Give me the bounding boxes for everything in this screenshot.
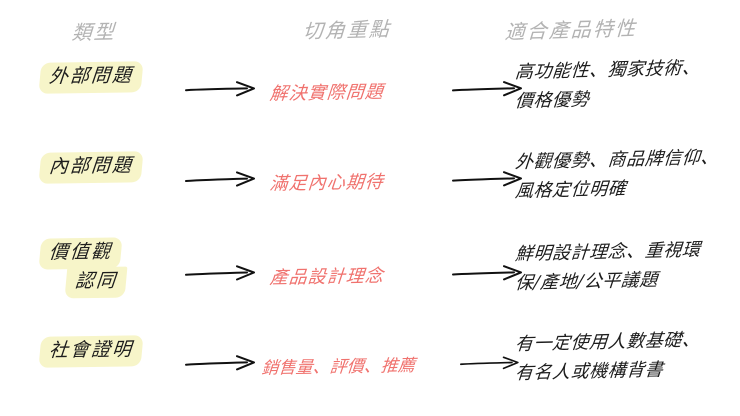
column-header-focus: 切角重點 [302,16,392,44]
column-header-traits: 適合產品特性 [504,15,638,45]
type-label-line: 價值觀 [38,237,123,270]
type-label-cell: 外部問題 [38,61,190,94]
column-headers: 類型 切角重點 適合產品特性 [0,14,740,48]
traits-cell: 外觀優勢、商品牌信仰、 風格定位明確 [514,147,740,206]
right-arrow-icon [185,80,259,98]
type-label-line: 認同 [64,266,128,298]
traits-cell: 有一定使用人數基礎、 有名人或機構背書 [514,329,740,388]
trait-line: 風格定位明確 [514,178,628,203]
table-row: 社會證明 銷售量、評價、推薦 有一定使用人數基礎、 有名人或機構背書 [0,329,740,408]
focus-text: 銷售量、評價、推薦 [260,355,416,379]
type-label-cell: 價值觀 認同 [38,237,190,298]
right-arrow-icon [185,170,259,188]
traits-cell: 高功能性、獨家技術、 價格優勢 [514,57,740,116]
right-arrow-icon [185,354,259,372]
type-label-line: 外部問題 [38,61,144,94]
right-arrow-icon [452,264,526,282]
trait-line: 保/產地/公平議題 [514,269,659,295]
right-arrow-icon [452,80,526,98]
traits-cell: 鮮明設計理念、重視環 保/產地/公平議題 [514,239,740,298]
focus-text: 滿足內心期待 [268,171,385,195]
focus-text: 產品設計理念 [268,265,385,289]
table-row: 內部問題 滿足內心期待 外觀優勢、商品牌信仰、 風格定位明確 [0,147,740,222]
type-label-line: 內部問題 [38,151,144,184]
right-arrow-icon [185,264,259,282]
table-row: 外部問題 解決實際問題 高功能性、獨家技術、 價格優勢 [0,57,740,132]
right-arrow-icon [460,354,522,372]
right-arrow-icon [452,170,526,188]
trait-line: 有名人或機構背書 [514,359,665,385]
type-label-cell: 社會證明 [38,335,190,368]
type-label-line: 社會證明 [38,335,144,368]
focus-text: 解決實際問題 [268,81,385,105]
trait-line: 價格優勢 [514,89,591,113]
table-row: 價值觀 認同 產品設計理念 鮮明設計理念、重視環 保/產地/公平議題 [0,237,740,318]
column-header-type: 類型 [71,19,117,45]
type-label-cell: 內部問題 [38,151,190,184]
